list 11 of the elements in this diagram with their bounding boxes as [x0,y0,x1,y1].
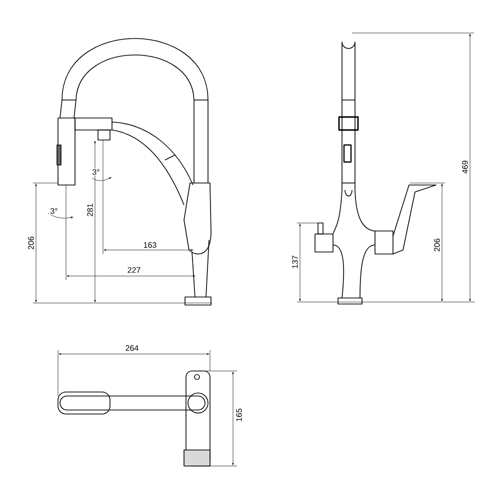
dimension-label: 206 [27,236,35,250]
dimension-label: 281 [86,202,94,218]
dimension-label: 227 [126,266,142,274]
dimension-label: 3° [49,207,59,215]
dimension-label: 137 [291,254,299,270]
dimension-label: 469 [461,160,469,174]
dimension-label: 165 [235,408,243,422]
dimension-label: 3° [91,168,101,176]
dimension-label: 264 [124,344,140,352]
dimension-label: 206 [433,238,441,252]
dimension-label: 163 [142,241,158,249]
